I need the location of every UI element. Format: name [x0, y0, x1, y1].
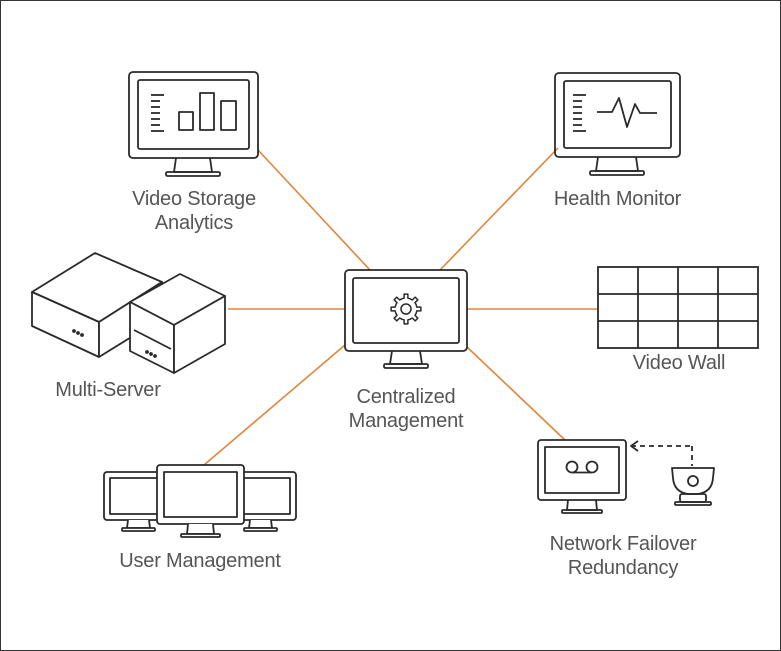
three-monitors-icon — [103, 464, 297, 538]
central-monitor-icon — [344, 269, 468, 369]
label-line: Management — [348, 410, 464, 432]
connector-lines — [203, 147, 598, 466]
label-line: Video Storage — [132, 188, 256, 210]
bar-chart-monitor-icon — [128, 71, 259, 177]
label-network-failover: Network Failover Redundancy — [533, 532, 713, 580]
connector-video-storage — [257, 149, 371, 271]
video-wall-grid-icon — [597, 266, 759, 349]
heartbeat-monitor-icon — [554, 72, 681, 176]
label-video-wall: Video Wall — [620, 351, 738, 375]
label-user-management: User Management — [100, 549, 300, 573]
label-line: Redundancy — [567, 557, 679, 579]
label-video-storage-analytics: Video Storage Analytics — [119, 187, 269, 235]
label-line: User Management — [119, 550, 281, 572]
recorder-camera-icon — [537, 439, 715, 514]
connector-user-management — [203, 344, 346, 466]
label-line: Video Wall — [632, 352, 726, 374]
label-line: Network Failover — [549, 533, 697, 555]
connector-health-monitor — [439, 147, 559, 271]
label-centralized-management: Centralized Management — [331, 385, 481, 433]
label-line: Analytics — [154, 212, 234, 234]
connector-network-failover — [466, 346, 566, 441]
label-line: Health Monitor — [553, 188, 682, 210]
label-line: Centralized — [356, 386, 456, 408]
label-multi-server: Multi-Server — [28, 378, 188, 402]
server-boxes-icon — [31, 252, 226, 374]
gear-icon — [390, 293, 422, 325]
label-health-monitor: Health Monitor — [535, 187, 700, 211]
label-line: Multi-Server — [55, 379, 161, 401]
